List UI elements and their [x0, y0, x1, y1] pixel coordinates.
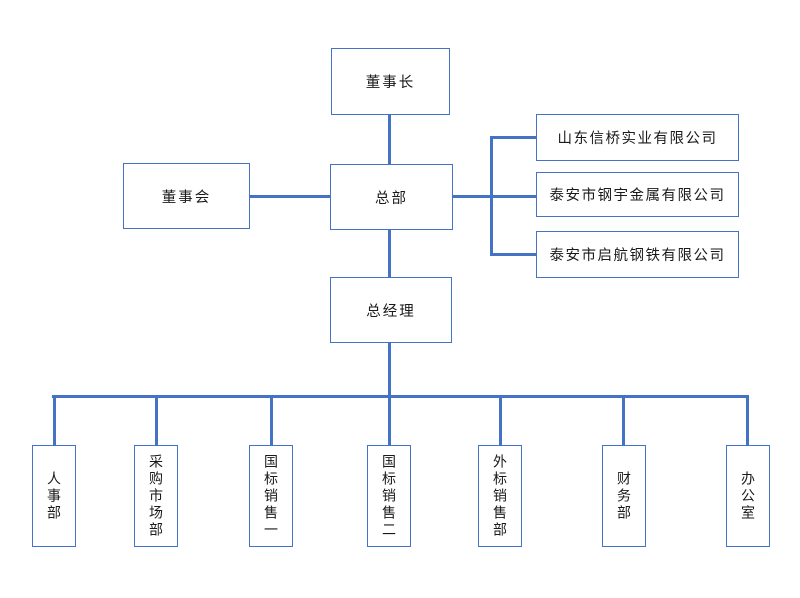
connector-drop-dept-5	[499, 396, 502, 446]
node-dept-gb-sales-1: 国标销售一	[249, 445, 293, 547]
node-subsidiary-1: 山东信桥实业有限公司	[536, 114, 739, 161]
node-dept-external-sales: 外标销售部	[478, 445, 522, 547]
connector-drop-dept-1	[53, 396, 56, 446]
node-dept-gb-sales-2: 国标销售二	[367, 445, 411, 547]
connector-subsidiary-3-stub	[490, 253, 537, 256]
connector-board-headquarters	[249, 195, 331, 198]
connector-drop-dept-3	[270, 396, 273, 446]
connector-drop-dept-4	[388, 396, 391, 446]
connector-subsidiaries-vertical	[490, 136, 493, 256]
node-headquarters: 总部	[330, 164, 453, 230]
connector-chairman-headquarters	[388, 114, 391, 165]
connector-gm-bus	[388, 342, 391, 397]
node-board: 董事会	[123, 163, 250, 229]
connector-subsidiary-1-stub	[490, 136, 537, 139]
connector-drop-dept-6	[622, 396, 625, 446]
node-subsidiary-3: 泰安市启航钢铁有限公司	[536, 231, 739, 278]
connector-drop-dept-2	[155, 396, 158, 446]
connector-drop-dept-7	[746, 396, 749, 446]
node-chairman: 董事长	[331, 48, 450, 115]
node-subsidiary-2: 泰安市钢宇金属有限公司	[536, 172, 739, 217]
connector-departments-bus	[52, 395, 749, 398]
connector-headquarters-gm	[388, 229, 391, 278]
connector-headquarters-subsidiaries	[452, 195, 537, 198]
node-dept-finance: 财务部	[602, 445, 646, 547]
node-dept-hr: 人事部	[32, 445, 76, 547]
node-dept-purchasing: 采购市场部	[134, 445, 178, 547]
node-general-manager: 总经理	[330, 277, 452, 343]
node-dept-office: 办公室	[726, 445, 770, 547]
